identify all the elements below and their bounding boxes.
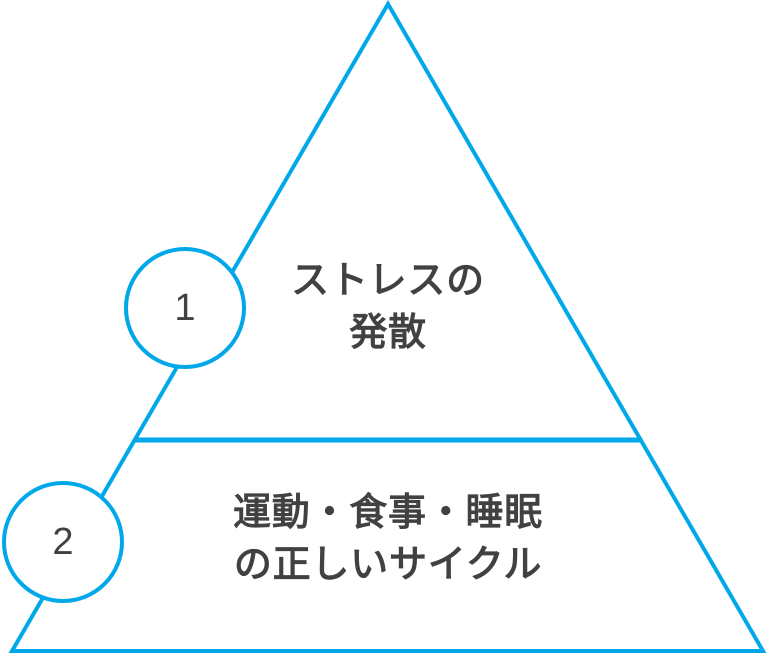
tier-1-label: ストレスの 発散: [291, 260, 485, 355]
badge-number-2: 2: [52, 521, 74, 563]
tier-2-label: 運動・食事・睡眠 の正しいサイクル: [232, 492, 544, 587]
badge-circle-1[interactable]: [124, 247, 246, 369]
badge-circle-2[interactable]: [2, 481, 124, 603]
badge-number-1: 1: [174, 287, 196, 329]
